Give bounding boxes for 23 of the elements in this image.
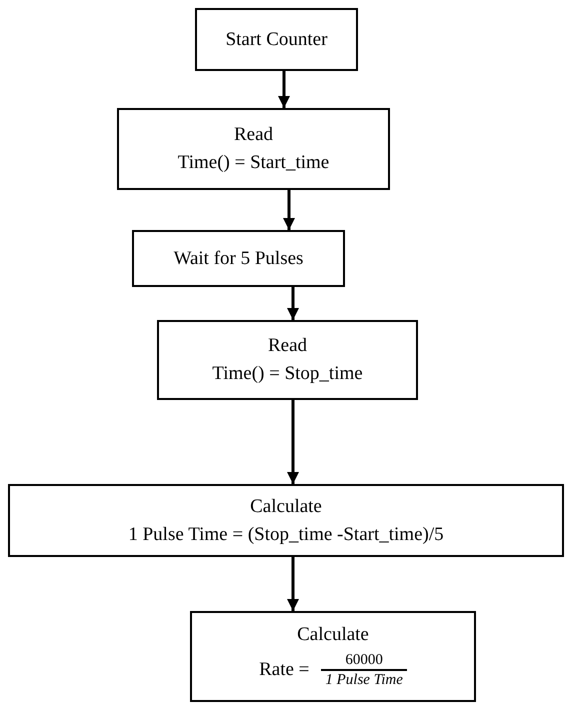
process-box [195,8,358,71]
box-text: Time() = Stop_time [212,362,363,386]
arrow [287,287,299,320]
arrow [278,71,290,108]
denominator: 1 Pulse Time [324,671,404,690]
box-text: Read [234,123,274,147]
box-text: Time() = Start_time [178,151,330,175]
box-text: Calculate [250,494,322,518]
process-box [8,484,564,557]
process-box [132,230,345,287]
box-text: Wait for 5 Pulses [174,246,304,270]
process-box [190,611,476,702]
box-heading: Calculate [297,622,369,647]
formula-label: Rate = [259,658,310,682]
box-text: 1 Pulse Time = (Stop_time -Start_time)/5 [128,522,444,546]
arrow [287,400,299,484]
box-text: Read [268,334,308,358]
box-text: Start Counter [226,28,328,52]
arrow [287,557,299,611]
arrow [283,190,295,230]
process-box [157,320,418,400]
process-box [117,108,390,190]
numerator: 60000 [344,650,384,670]
